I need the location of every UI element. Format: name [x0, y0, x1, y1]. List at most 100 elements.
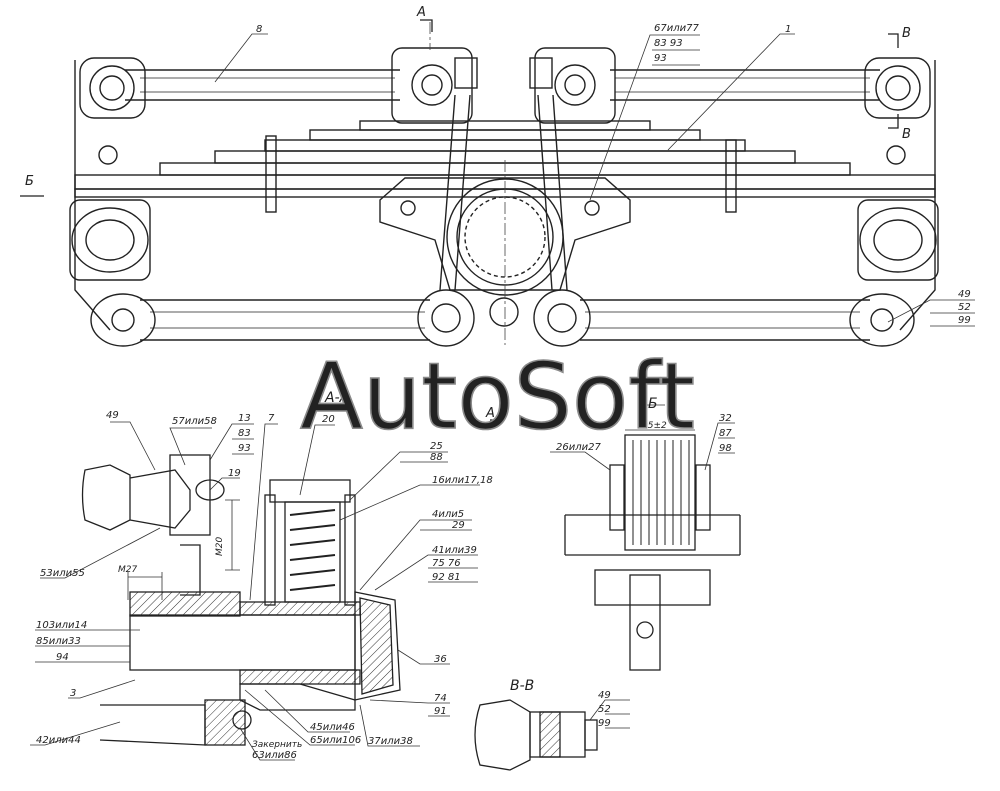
- callout-74: 74: [434, 693, 447, 704]
- callout-25: 25: [430, 441, 443, 452]
- callout-37: 37или38: [368, 736, 413, 747]
- callout-57: 57или58: [172, 416, 217, 427]
- clamp-upper-right: [529, 47, 616, 124]
- callout-49: 49: [106, 410, 119, 421]
- section-aa-title: А-А: [324, 390, 349, 406]
- callout-49-top: 49: [958, 289, 971, 300]
- callout-67-line3: 93: [654, 53, 667, 64]
- joint-lower-left: [90, 293, 156, 347]
- callout-87: 87: [719, 428, 732, 439]
- dim-b-width: 95±2: [642, 421, 667, 431]
- marker-a-top: А: [416, 5, 426, 20]
- lower-rods: [140, 299, 870, 341]
- callout-32: 32: [719, 413, 732, 424]
- u-bolt-right: [537, 94, 568, 291]
- callout-52-top: 52: [958, 302, 971, 313]
- view-vv-title: В-В: [510, 678, 534, 694]
- callout-4: 4или5: [432, 509, 464, 520]
- joint-upper-left: [79, 57, 146, 119]
- bracket-hatch: [129, 591, 241, 617]
- callout-85: 85или33: [36, 636, 81, 647]
- lower-bracket-b: [594, 569, 711, 606]
- callout-53: 53или55: [40, 568, 85, 579]
- leader-lines-b: [550, 404, 735, 471]
- view-b-title: Б: [648, 396, 658, 412]
- callout-1: 1: [785, 24, 791, 35]
- callout-vv-49: 49: [598, 690, 611, 701]
- central-hub: [379, 177, 631, 296]
- section-aa-view: [81, 454, 401, 746]
- joint-lower-right: [849, 293, 915, 347]
- u-bolt-left: [439, 94, 471, 291]
- callout-19: 19: [228, 468, 241, 479]
- callout-vv-99: 99: [598, 718, 611, 729]
- section-titles: А-А Б В-В: [324, 390, 658, 694]
- callout-16: 16или17,18: [432, 475, 493, 486]
- frame-right: [899, 60, 936, 331]
- callout-45: 45или46: [310, 722, 355, 733]
- callout-94: 94: [56, 652, 69, 663]
- cover: [354, 591, 401, 701]
- bracket-right: [857, 145, 939, 281]
- watermark: AutoSoft: [300, 343, 695, 450]
- frame-bracket: [180, 544, 201, 596]
- callout-36: 36: [434, 654, 447, 665]
- callout-75-76: 75 76: [432, 558, 461, 569]
- bracket-left: [69, 145, 151, 281]
- callout-98: 98: [719, 443, 732, 454]
- callout-26: 26или27: [556, 442, 601, 453]
- top-view: [69, 47, 939, 347]
- spring-pack: [264, 479, 356, 606]
- callout-13: 13: [238, 413, 251, 424]
- joint-upper-right: [864, 57, 931, 119]
- callout-93: 93: [238, 443, 251, 454]
- axle-housing: [129, 614, 356, 671]
- callout-29: 29: [452, 520, 465, 531]
- callout-20: 20: [322, 414, 335, 425]
- callout-88: 88: [430, 452, 443, 463]
- dim-m27: M27: [118, 565, 137, 575]
- callout-63: 63или86: [252, 750, 297, 761]
- callout-41: 41или39: [432, 545, 477, 556]
- callout-8: 8: [256, 24, 262, 35]
- ball-joint-aa: [81, 454, 225, 536]
- note-punch: Закернить: [252, 740, 302, 750]
- dimension-labels: M27 M20 95±2 Закернить: [118, 421, 667, 750]
- callout-42: 42или44: [36, 735, 81, 746]
- spring-clip-left: [265, 135, 277, 213]
- marker-v-top: В: [902, 26, 911, 41]
- spring-clip-right: [725, 139, 737, 213]
- spring-leaves-side: [624, 434, 696, 551]
- upper-rods: [125, 69, 880, 101]
- clamp-lower: [417, 289, 591, 347]
- center-lines: [429, 22, 506, 345]
- view-vv: [474, 699, 598, 771]
- clamp-upper-left: [391, 47, 478, 124]
- eye-link: [629, 574, 661, 671]
- callout-92-81: 92 81: [432, 572, 461, 583]
- marker-b-left: Б: [25, 174, 34, 189]
- callout-7: 7: [268, 413, 275, 424]
- callout-3: 3: [70, 688, 76, 699]
- callout-103: 103или14: [36, 620, 87, 631]
- leader-lines-vv: [589, 699, 630, 729]
- frame-left: [74, 60, 111, 331]
- dim-m20: M20: [215, 537, 225, 556]
- section-markers: [20, 19, 899, 421]
- rod-42: [99, 704, 206, 746]
- callout-83: 83: [238, 428, 251, 439]
- callout-vv-52: 52: [598, 704, 611, 715]
- marker-v-bottom: В: [902, 127, 911, 142]
- view-b: [564, 434, 741, 671]
- callout-67-line2: 83 93: [654, 38, 683, 49]
- marker-a-mid: А: [485, 406, 495, 421]
- callout-91: 91: [434, 706, 447, 717]
- leader-lines-aa: [30, 421, 480, 761]
- callout-99-top: 99: [958, 315, 971, 326]
- callout-labels: 8 1 67или77 83 93 93 49 52 99 49 57или58…: [36, 23, 971, 761]
- section-marker-labels: А А Б В В: [25, 5, 911, 421]
- leader-lines-top: [214, 33, 975, 327]
- callout-67-line1: 67или77: [654, 23, 699, 34]
